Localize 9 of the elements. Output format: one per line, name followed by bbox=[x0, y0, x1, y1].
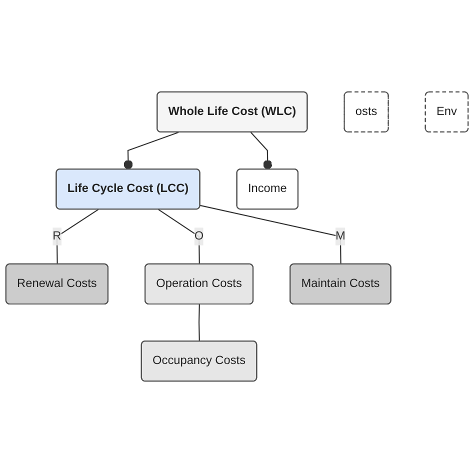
edge-label: R bbox=[52, 230, 62, 243]
edge-label: O bbox=[194, 230, 204, 243]
connector bbox=[56, 209, 99, 265]
connector bbox=[200, 205, 342, 265]
connector bbox=[198, 304, 200, 342]
edge-label: M bbox=[336, 230, 346, 243]
connector bbox=[250, 132, 272, 170]
connector bbox=[158, 209, 200, 265]
connector bbox=[124, 132, 179, 170]
